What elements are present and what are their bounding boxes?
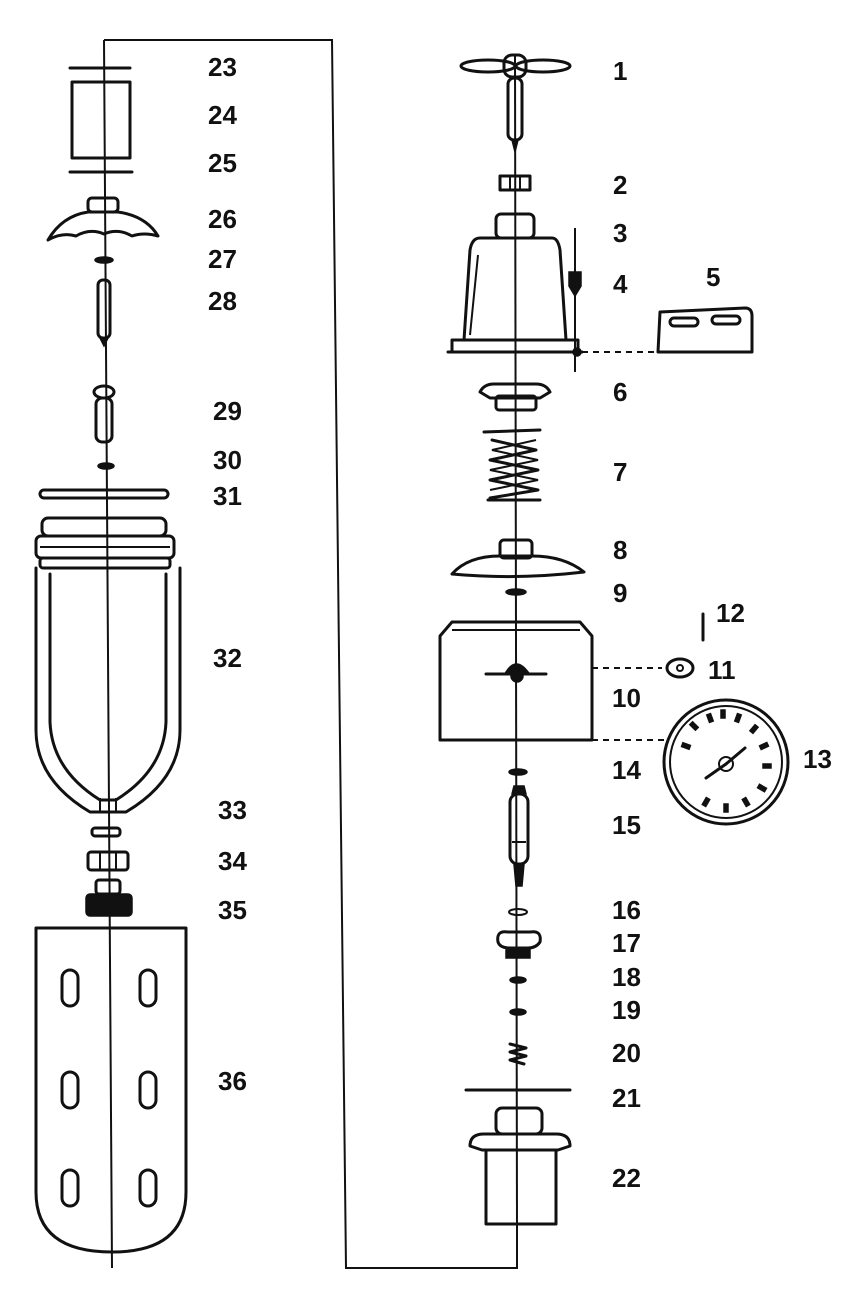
- part-20-small-spring: [508, 1042, 528, 1066]
- label-24: 24: [208, 100, 237, 130]
- label-15: 15: [612, 810, 641, 840]
- label-18: 18: [612, 962, 641, 992]
- label-13: 13: [803, 744, 832, 774]
- label-29: 29: [213, 396, 242, 426]
- label-4: 4: [613, 269, 628, 299]
- part-29-drain-valve: [92, 384, 116, 444]
- left-axis-line: [103, 39, 113, 1269]
- label-30: 30: [213, 445, 242, 475]
- label-12: 12: [716, 598, 745, 628]
- label-23: 23: [208, 52, 237, 82]
- label-3: 3: [613, 218, 627, 248]
- label-17: 17: [612, 928, 641, 958]
- label-27: 27: [208, 244, 237, 274]
- part-4-screw: [568, 228, 582, 372]
- part-33-washer: [90, 826, 122, 838]
- right-axis-line: [514, 54, 518, 1231]
- part-30-washer: [97, 462, 115, 470]
- part-5-bracket: [582, 306, 754, 354]
- part-7-spring: [482, 428, 542, 502]
- part-22-bowl-cup: [468, 1106, 572, 1226]
- part-3-bell-housing: [446, 212, 584, 354]
- part-8-diaphragm: [450, 538, 586, 579]
- label-16: 16: [612, 895, 641, 925]
- part-19-washer: [509, 1008, 527, 1016]
- part-16-washer: [508, 908, 528, 916]
- label-35: 35: [218, 895, 247, 925]
- part-11-ring: [665, 657, 695, 679]
- label-8: 8: [613, 535, 627, 565]
- part-17-valve-seat: [496, 930, 542, 959]
- part-26-deflector: [46, 196, 160, 242]
- label-2: 2: [613, 170, 627, 200]
- connecting-line: [104, 39, 518, 1269]
- label-26: 26: [208, 204, 237, 234]
- part-6-nut: [478, 382, 552, 412]
- part-13-gauge: [662, 698, 790, 826]
- part-28-tube: [96, 278, 112, 348]
- part-32-bowl: [34, 516, 182, 814]
- part-10-body: [438, 620, 668, 742]
- label-34: 34: [218, 846, 247, 876]
- label-31: 31: [213, 481, 242, 511]
- label-9: 9: [613, 578, 627, 608]
- label-1: 1: [613, 56, 627, 86]
- label-25: 25: [208, 148, 237, 178]
- part-18-washer: [509, 976, 527, 984]
- part-35-knob: [85, 878, 133, 917]
- part-9-washer: [505, 588, 527, 596]
- part-31-gasket: [38, 488, 170, 500]
- label-10: 10: [612, 683, 641, 713]
- part-2-nut: [498, 174, 532, 192]
- label-33: 33: [218, 795, 247, 825]
- part-1-t-handle: [459, 53, 572, 153]
- label-11: 11: [708, 655, 736, 685]
- part-24-filter-element: [70, 80, 132, 160]
- part-15-valve-stem: [508, 785, 530, 887]
- label-5: 5: [706, 262, 720, 292]
- part-27-washer: [94, 256, 114, 264]
- part-14-washer: [508, 768, 528, 776]
- label-7: 7: [613, 457, 627, 487]
- label-22: 22: [612, 1163, 641, 1193]
- label-21: 21: [612, 1083, 641, 1113]
- label-6: 6: [613, 377, 627, 407]
- label-32: 32: [213, 643, 242, 673]
- part-34-drain-nut: [86, 850, 130, 872]
- label-19: 19: [612, 995, 641, 1025]
- label-20: 20: [612, 1038, 641, 1068]
- label-28: 28: [208, 286, 237, 316]
- part-36-guard: [34, 926, 188, 1254]
- label-14: 14: [612, 755, 641, 785]
- label-36: 36: [218, 1066, 247, 1096]
